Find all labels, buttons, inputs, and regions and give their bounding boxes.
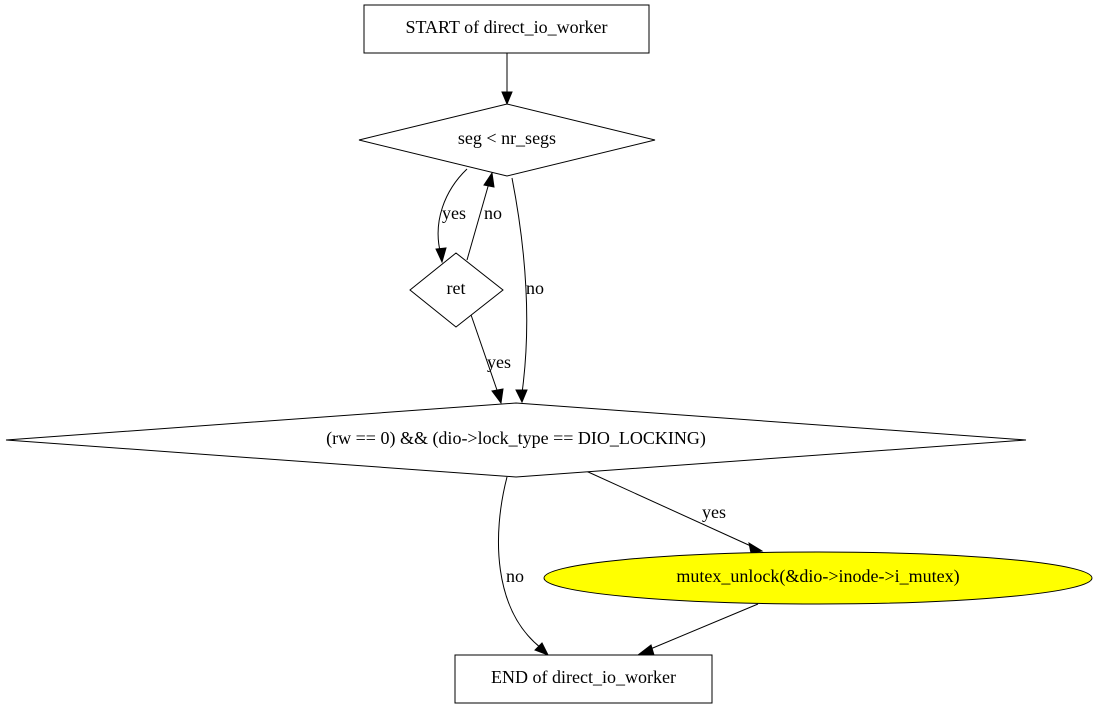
edge-seg-to-lock: no [511,177,544,404]
ret-check-diamond [409,252,504,328]
lock-check-diamond [5,402,1027,478]
node-ret-check: ret [409,252,504,328]
edge-ret-to-lock: yes [468,308,511,405]
end-box [454,654,713,704]
edge-ret-to-seg: no [466,171,502,261]
lock-check-label: (rw == 0) && (dio->lock_type == DIO_LOCK… [326,428,706,449]
edge-label-lock-to-unlock: yes [702,502,726,522]
unlock-ellipse [543,551,1093,605]
edge-label-lock-to-end: no [506,566,524,586]
node-lock-check: (rw == 0) && (dio->lock_type == DIO_LOCK… [5,402,1027,478]
ret-check-label: ret [447,278,466,298]
edge-seg-to-ret: yes [435,168,468,264]
seg-check-diamond [358,103,656,177]
edge-unlock-to-end [636,603,759,656]
edge-label-ret-to-lock: yes [487,352,511,372]
edge-label-seg-to-lock: no [526,278,544,298]
edge-lock-to-end: no [497,476,550,656]
edge-label-seg-to-ret: yes [442,203,466,223]
node-end: END of direct_io_worker [454,654,713,704]
start-label: START of direct_io_worker [405,17,607,37]
seg-check-label: seg < nr_segs [458,128,556,148]
edge-start-to-seg [501,53,513,106]
unlock-label: mutex_unlock(&dio->inode->i_mutex) [676,566,959,587]
node-start: START of direct_io_worker [363,4,650,54]
node-unlock: mutex_unlock(&dio->inode->i_mutex) [543,551,1093,605]
edge-lock-to-unlock: yes [585,470,764,554]
end-label: END of direct_io_worker [491,667,676,687]
start-box [363,4,650,54]
edge-label-ret-to-seg: no [484,203,502,223]
node-seg-check: seg < nr_segs [358,103,656,177]
